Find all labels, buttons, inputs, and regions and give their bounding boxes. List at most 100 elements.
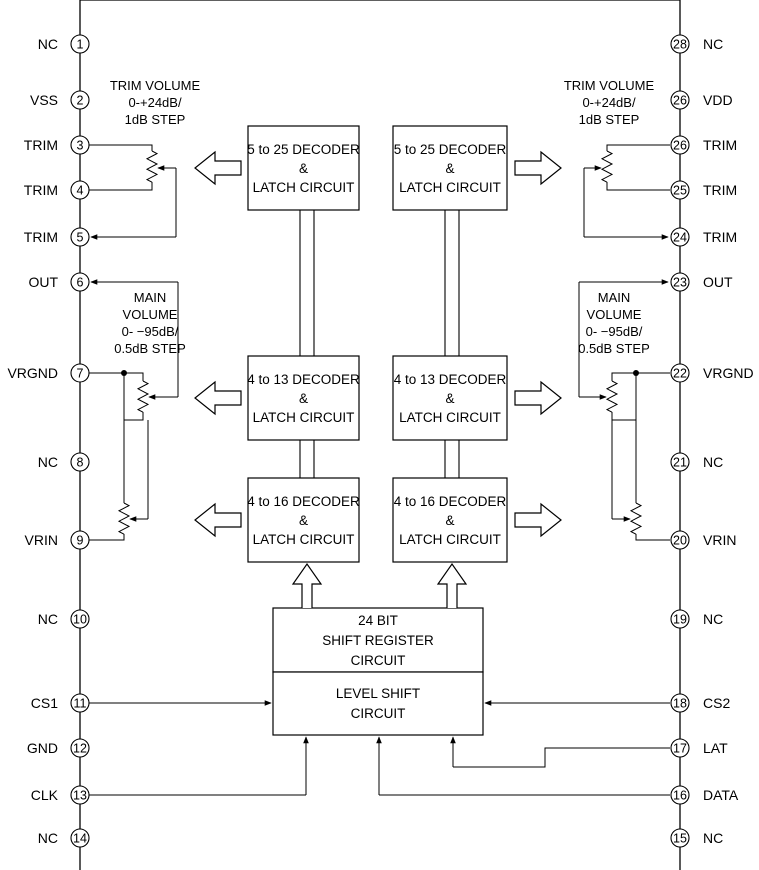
trim-volume-right-label: TRIM VOLUME 0-+24dB/ 1dB STEP [564,78,655,127]
pin-name: TRIM [703,182,737,198]
pin-right-26: 26 VDD [670,90,733,110]
pin-name: NC [703,611,723,627]
main-volume-right-network [578,279,670,541]
svg-text:LEVEL SHIFT: LEVEL SHIFT [336,686,420,701]
pin-circle [670,693,690,713]
pin-circle [670,90,690,110]
control-wiring [89,700,670,796]
pin-number: 2 [77,94,84,108]
pin-name: TRIM [24,229,58,245]
pin-name: VSS [30,92,58,108]
decoder-bottom-left: 4 to 16 DECODER & LATCH CIRCUIT [247,477,360,563]
main-volume-left-label: MAIN VOLUME 0- −95dB/ 0.5dB STEP [114,290,186,356]
pin-name: CLK [31,787,59,803]
shift-register-block: 24 BIT SHIFT REGISTER CIRCUIT [272,607,484,673]
svg-text:TRIM VOLUME: TRIM VOLUME [110,78,201,93]
pin-number: 21 [673,456,687,470]
pin-right-21: 21 NC [670,452,723,472]
pin-right-16: 16 DATA [670,785,739,805]
pin-circle [670,363,690,383]
svg-text:&: & [445,391,454,406]
pin-number: 26 [673,94,687,108]
pin-circle [70,738,90,758]
pin-right-25: 25 TRIM [670,180,737,200]
pin-left-12: 12 GND [27,738,90,758]
decoder-mid-right: 4 to 13 DECODER & LATCH CIRCUIT [392,355,508,441]
svg-text:0- −95dB/: 0- −95dB/ [122,324,179,339]
pin-name: NC [703,454,723,470]
pin-circle [670,34,690,54]
pin-number: 16 [673,789,687,803]
svg-text:0- −95dB/: 0- −95dB/ [586,324,643,339]
pin-name: VRIN [25,532,58,548]
pin-number: 18 [673,697,687,711]
svg-text:LATCH CIRCUIT: LATCH CIRCUIT [399,532,501,547]
pin-number: 11 [74,697,87,711]
decoder-output-arrows [194,150,562,538]
svg-text:0-+24dB/: 0-+24dB/ [128,95,182,110]
pin-circle [670,452,690,472]
pin-name: NC [703,830,723,846]
pin-name: DATA [703,787,739,803]
main-volume-left-network [89,279,179,541]
pin-number: 15 [673,832,687,846]
pin-name: NC [38,36,58,52]
svg-text:MAIN: MAIN [134,290,167,305]
pin-left-8: 8NC [38,452,90,472]
pin-number: 4 [77,184,84,198]
svg-text:LATCH CIRCUIT: LATCH CIRCUIT [399,410,501,425]
svg-text:0-+24dB/: 0-+24dB/ [582,95,636,110]
pin-number: 13 [73,789,87,803]
svg-text:4 to 16 DECODER: 4 to 16 DECODER [247,494,360,509]
svg-text:MAIN: MAIN [598,290,631,305]
svg-text:&: & [445,513,454,528]
pin-circle [70,272,90,292]
pin-circle [670,530,690,550]
svg-text:LATCH CIRCUIT: LATCH CIRCUIT [253,180,355,195]
pin-circle [670,738,690,758]
pins-left: 1NC2VSS3TRIM4TRIM5TRIM6OUT7VRGND8NC9VRIN… [7,34,90,848]
svg-text:TRIM VOLUME: TRIM VOLUME [564,78,655,93]
pin-name: NC [38,611,58,627]
pin-number: 17 [673,742,687,756]
svg-text:4 to 13 DECODER: 4 to 13 DECODER [394,372,507,387]
pin-circle [70,828,90,848]
svg-text:CIRCUIT: CIRCUIT [351,653,406,668]
svg-text:24 BIT: 24 BIT [358,613,398,628]
package-outline [79,0,681,870]
pin-number: 25 [673,184,687,198]
pin-name: TRIM [24,137,58,153]
pin-number: 6 [77,276,84,290]
pin-number: 7 [77,367,84,381]
pin-right-18: 18 CS2 [670,693,730,713]
trim-volume-left-label: TRIM VOLUME 0-+24dB/ 1dB STEP [110,78,201,127]
decoder-bus-links [299,210,460,478]
trim-volume-left-network [89,144,177,240]
pin-circle [670,828,690,848]
pin-number: 28 [673,38,687,52]
pin-name: GND [27,740,58,756]
decoder-top-right: 5 to 25 DECODER & LATCH CIRCUIT [392,125,508,211]
pin-number: 20 [673,534,687,548]
svg-text:CIRCUIT: CIRCUIT [351,706,406,721]
pin-number: 8 [77,456,84,470]
pin-circle [670,272,690,292]
pin-circle [70,90,90,110]
pin-name: VDD [703,92,733,108]
pin-left-2: 2 VSS [30,90,90,110]
pin-name: CS2 [703,695,730,711]
pin-number: 1 [77,38,84,52]
pin-number: 12 [73,742,87,756]
pin-name: TRIM [703,229,737,245]
pin-circle [670,785,690,805]
pin-circle [670,609,690,629]
pin-circle [670,227,690,247]
svg-text:&: & [445,161,454,176]
